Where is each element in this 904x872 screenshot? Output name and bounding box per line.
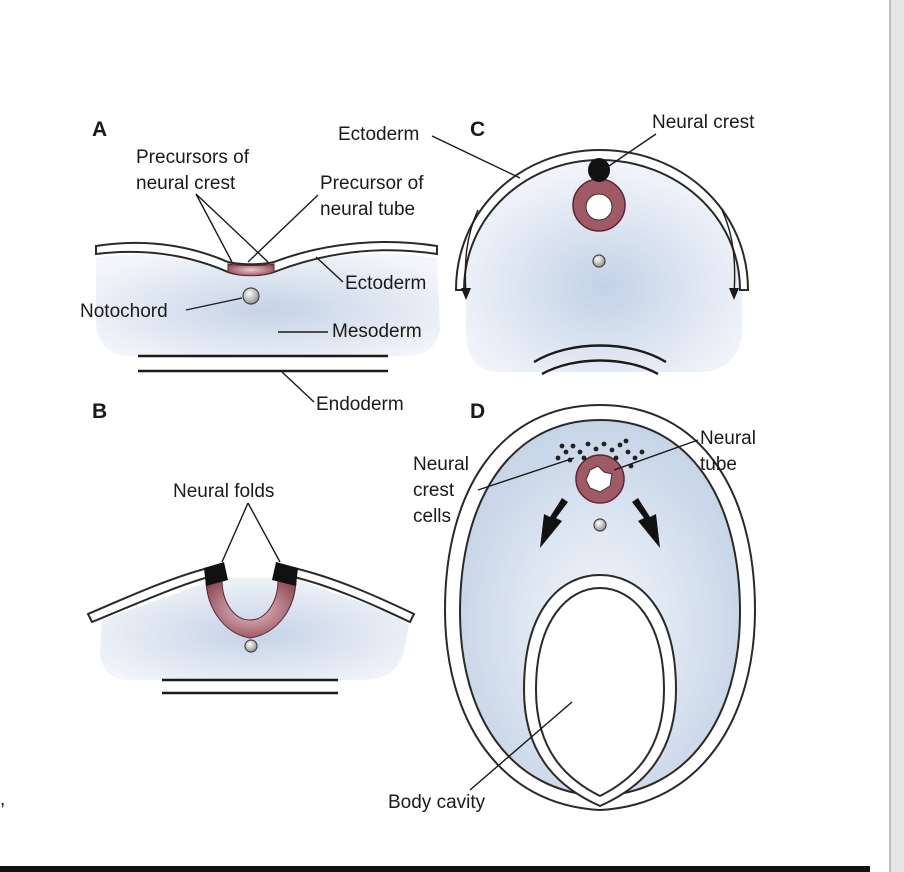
panel-b-letter: B bbox=[92, 400, 107, 423]
panel-a-letter: A bbox=[92, 118, 107, 141]
panel-d-pointer-tube bbox=[613, 439, 699, 471]
panel-c: C Ectoderm Neural crest bbox=[338, 112, 755, 376]
panel-c-endoderm-arc-1 bbox=[533, 344, 667, 364]
panel-d-neural-crest-cells-line2: crest bbox=[413, 480, 455, 501]
panel-a-precursors-crest-line2: neural crest bbox=[136, 173, 236, 194]
panel-a-notochord-label: Notochord bbox=[80, 301, 168, 322]
panel-d-neural-crest-cells-line1: Neural bbox=[413, 454, 469, 475]
panel-d-neural-crest-cells-line3: cells bbox=[413, 506, 451, 527]
panel-c-ectoderm-arch bbox=[454, 148, 750, 291]
panel-b: B Neural folds bbox=[86, 400, 416, 695]
panel-d: D Neural tube Neural crest cells Body ca… bbox=[388, 400, 757, 813]
panel-c-mesoderm-tissue bbox=[466, 160, 742, 372]
panel-b-neural-fold-right bbox=[272, 562, 298, 586]
panel-c-arrow-right bbox=[721, 209, 736, 297]
right-frame-border bbox=[889, 0, 904, 872]
panel-c-pointer-ectoderm bbox=[431, 135, 521, 179]
panel-d-pointer-body-cavity bbox=[469, 701, 573, 791]
panel-a-pointer-crest-right bbox=[195, 193, 269, 263]
panel-a: A Precursors of neural crest Precursor o… bbox=[80, 118, 440, 415]
left-edge-mark: , bbox=[0, 789, 5, 810]
panel-a-pointer-crest-left bbox=[195, 193, 233, 263]
panel-d-neural-tube-line1: Neural bbox=[700, 428, 756, 449]
panel-c-notochord bbox=[592, 254, 606, 268]
panel-d-migration-arrow-left bbox=[540, 498, 568, 548]
panel-c-neural-crest-cap bbox=[588, 158, 610, 182]
panel-a-precursor-tube-line1: Precursor of bbox=[320, 173, 424, 194]
panel-b-neural-fold-left bbox=[204, 562, 228, 586]
panel-b-neural-folds-label: Neural folds bbox=[173, 481, 274, 502]
panel-b-ectoderm-layer-right bbox=[288, 566, 416, 624]
panel-a-pointer-ectoderm bbox=[315, 256, 344, 283]
panel-c-arrowhead-left bbox=[461, 288, 471, 300]
panel-d-neural-tube-lumen bbox=[585, 465, 613, 493]
panel-a-precursor-tube-line2: neural tube bbox=[320, 199, 415, 220]
panel-a-pointer-notochord bbox=[185, 297, 243, 311]
panel-d-body-cavity bbox=[534, 586, 666, 798]
panel-c-neural-tube-lumen bbox=[585, 193, 613, 221]
panel-a-precursors-crest-line1: Precursors of bbox=[136, 147, 250, 168]
panel-a-mesoderm-tissue bbox=[96, 253, 440, 356]
panel-c-endoderm-arc-2 bbox=[541, 359, 659, 376]
panel-d-notochord bbox=[593, 518, 607, 532]
panel-a-endoderm-label: Endoderm bbox=[316, 394, 404, 415]
panel-d-migration-arrow-right bbox=[632, 498, 660, 548]
panel-d-pointer-crest-cells bbox=[477, 457, 575, 491]
panel-a-mesoderm-label: Mesoderm bbox=[332, 321, 422, 342]
panel-d-body-cavity-label: Body cavity bbox=[388, 792, 486, 813]
panel-c-letter: C bbox=[470, 118, 485, 141]
panel-a-ectoderm-layer bbox=[95, 241, 438, 276]
panel-d-letter: D bbox=[470, 400, 485, 423]
panel-c-pointer-crest bbox=[605, 133, 657, 169]
panel-a-neural-plate bbox=[227, 263, 275, 277]
bottom-frame-border bbox=[0, 866, 870, 872]
panel-a-pointer-endoderm bbox=[281, 371, 315, 403]
panel-a-pointer-tube bbox=[247, 194, 319, 263]
panel-a-ectoderm-label: Ectoderm bbox=[345, 273, 426, 294]
panel-d-neural-tube-line2: tube bbox=[700, 454, 737, 475]
panel-d-neural-crest-cells bbox=[555, 438, 645, 469]
panel-b-notochord bbox=[244, 639, 258, 653]
panel-b-pointer-left bbox=[221, 502, 249, 563]
panel-c-arrow-left bbox=[464, 209, 479, 297]
panel-b-pointer-right bbox=[247, 502, 281, 563]
panel-a-notochord bbox=[242, 287, 260, 305]
panel-c-ectoderm-label: Ectoderm bbox=[338, 124, 419, 145]
panel-c-arrowhead-right bbox=[729, 288, 739, 300]
panel-c-neural-crest-label: Neural crest bbox=[652, 112, 755, 133]
